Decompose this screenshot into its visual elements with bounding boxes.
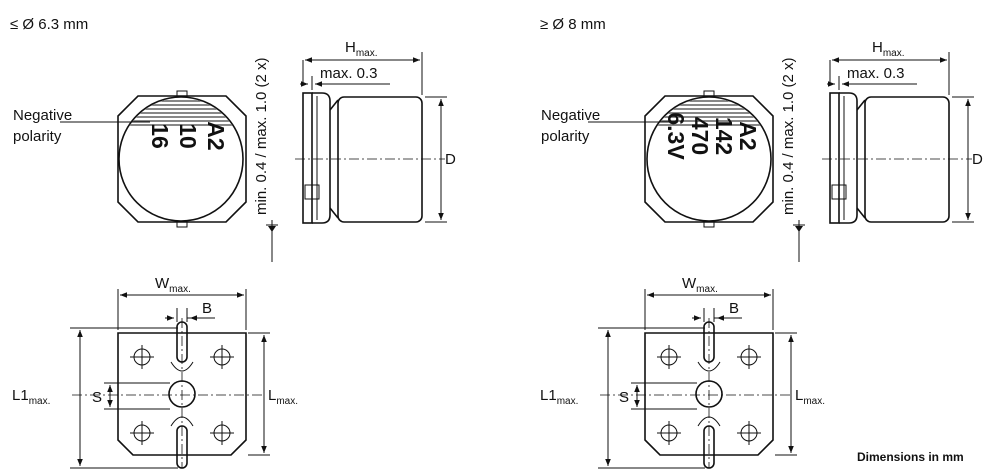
left-marking-line-2: 10 [175, 123, 201, 149]
right-marking-line-3: 470 [687, 117, 713, 155]
right-marking-line-4: 6.3V [663, 112, 689, 160]
left-max-0-3-label: max. 0.3 [320, 65, 378, 82]
right-marking-line-2: 142 [711, 117, 737, 155]
right-side-view [822, 92, 972, 224]
left-w-max-label: Wmax. [155, 275, 191, 295]
right-s-label: S [619, 389, 629, 406]
left-l1-max-label: L1max. [12, 387, 50, 407]
left-s-label: S [92, 389, 102, 406]
right-marking-line-1: A2 [735, 121, 761, 150]
left-h-max-label: Hmax. [345, 39, 378, 59]
right-pad-markers [657, 345, 761, 445]
left-l-max-label: Lmax. [268, 387, 298, 407]
right-polarity-label-2: polarity [541, 128, 590, 145]
dimensions-note: Dimensions in mm [857, 450, 964, 464]
right-polarity-label-1: Negative [541, 107, 600, 124]
right-h-max-label: Hmax. [872, 39, 905, 59]
right-w-max-label: Wmax. [682, 275, 718, 295]
left-polarity-label-2: polarity [13, 128, 62, 145]
right-l1-max-label: L1max. [540, 387, 578, 407]
left-marking-line-3: 16 [147, 123, 173, 149]
left-title: ≤ Ø 6.3 mm [10, 16, 88, 33]
left-side-view [295, 92, 445, 224]
left-b-label: B [202, 300, 212, 317]
right-l-max-label: Lmax. [795, 387, 825, 407]
right-title: ≥ Ø 8 mm [540, 16, 606, 33]
right-b-label: B [729, 300, 739, 317]
left-d-label: D [445, 151, 456, 168]
left-top-view: A2 10 16 [60, 90, 247, 228]
right-vertical-dimension: min. 0.4 / max. 1.0 (2 x) [780, 57, 797, 215]
right-bottom-view [600, 318, 790, 469]
left-polarity-label-1: Negative [13, 107, 72, 124]
left-vertical-dimension: min. 0.4 / max. 1.0 (2 x) [253, 57, 270, 215]
right-top-view: A2 142 470 6.3V [588, 90, 774, 228]
left-bottom-view [72, 318, 262, 469]
right-max-0-3-label: max. 0.3 [847, 65, 905, 82]
left-pad-markers [130, 345, 234, 445]
left-set: ≤ Ø 6.3 mm A2 10 16 Negative polarity mi… [10, 16, 456, 469]
left-marking-line-1: A2 [203, 121, 229, 150]
right-set: ≥ Ø 8 mm A2 142 470 6.3V Negative polari… [540, 16, 983, 469]
right-d-label: D [972, 151, 983, 168]
